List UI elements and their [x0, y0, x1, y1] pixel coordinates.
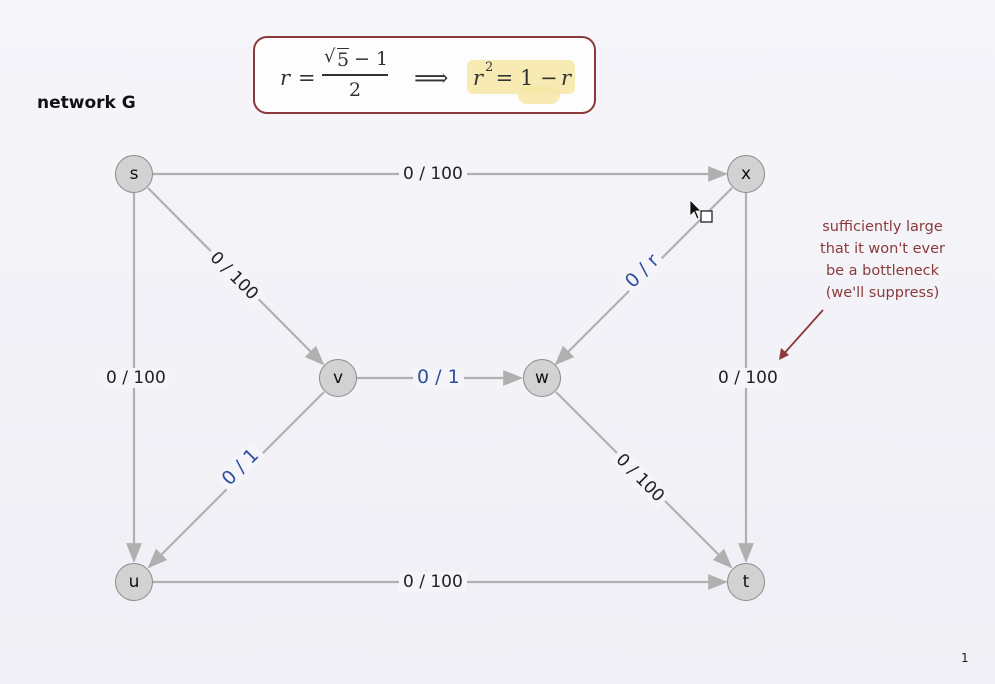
label-x-t: 0 / 100 [714, 368, 782, 388]
formula-rhs-r2: r [561, 66, 572, 90]
annotation-line-3: be a bottleneck [825, 263, 940, 279]
fraction-bar [322, 74, 388, 76]
formula-denominator: 2 [349, 79, 362, 101]
formula-sqrt-sign: √ [324, 46, 336, 67]
formula-rhs-r: r [473, 66, 484, 90]
node-u: u [115, 563, 153, 601]
label-u-t: 0 / 100 [399, 572, 467, 592]
annotation-line-1: sufficiently large [822, 219, 943, 235]
annotation-note: sufficiently large that it won't ever be… [800, 216, 965, 304]
label-v-w: 0 / 1 [413, 367, 464, 387]
formula-numerator-tail: − 1 [354, 48, 389, 70]
node-v: v [319, 359, 357, 397]
annotation-line-4: (we'll suppress) [825, 285, 940, 301]
annotation-line-2: that it won't ever [820, 241, 945, 257]
implies-symbol: ⟹ [414, 64, 449, 92]
node-t: t [727, 563, 765, 601]
label-s-x: 0 / 100 [399, 164, 467, 184]
annotation-arrow [780, 309, 824, 358]
formula-rhs-rest: = 1 − [489, 66, 565, 90]
node-w: w [523, 359, 561, 397]
annotation-arrowhead [779, 348, 789, 360]
formula-equals: = [298, 66, 316, 90]
formula-sqrt-arg: 5 [337, 48, 350, 71]
node-s: s [115, 155, 153, 193]
label-s-u: 0 / 100 [102, 368, 170, 388]
cursor-icon [689, 199, 702, 220]
page-number: 1 [961, 651, 969, 665]
formula-rhs-exponent: 2 [485, 60, 494, 75]
formula-highlight-tail [518, 86, 560, 104]
node-x: x [727, 155, 765, 193]
network-title: network G [37, 93, 136, 113]
formula-r: r [280, 66, 291, 90]
cursor-box-icon [700, 210, 713, 223]
